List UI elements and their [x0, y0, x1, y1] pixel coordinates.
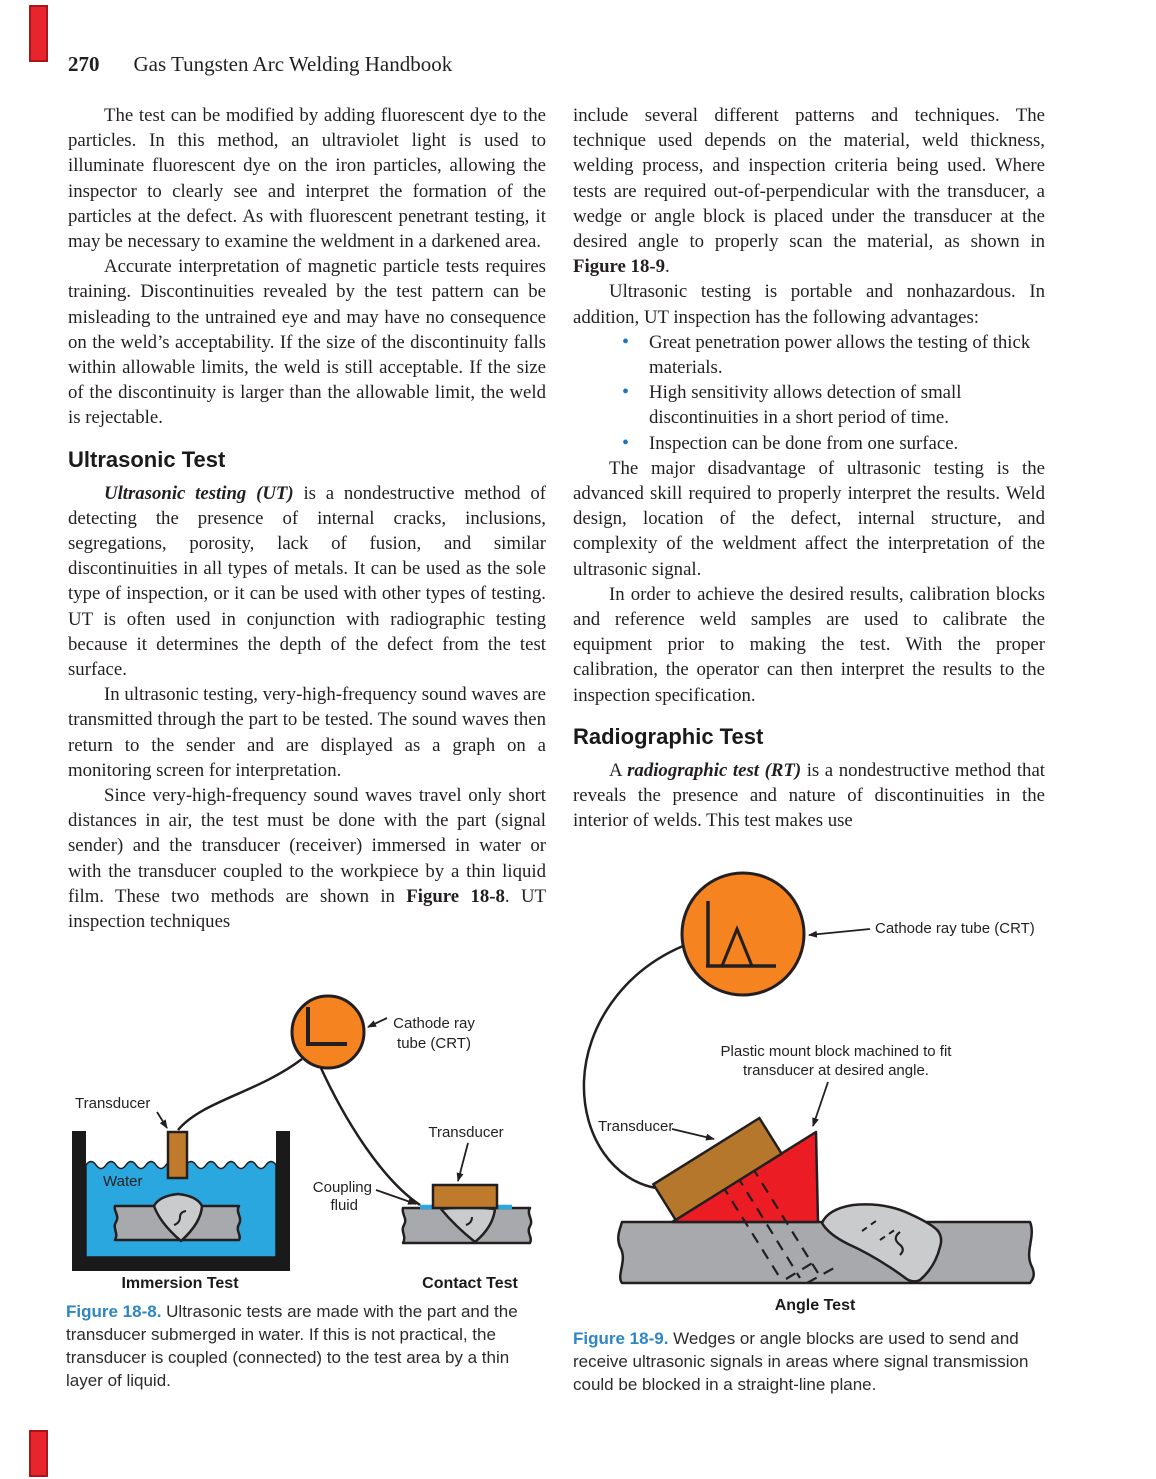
angle-test-title: Angle Test — [775, 1297, 856, 1314]
weld-defect-dash-1 — [861, 1220, 877, 1232]
weld-defect-dash-2 — [879, 1228, 897, 1241]
crt-screen-circle — [680, 871, 806, 997]
figure-18-9-diagram: Cathode ray tube (CRT) Plastic mount blo… — [582, 871, 1035, 1314]
transducer-left-arrow — [156, 1111, 168, 1129]
crt-label-arrow — [808, 928, 871, 938]
contact-transducer-block — [431, 1183, 499, 1210]
angle-transducer-block — [651, 1116, 784, 1222]
paragraph-portable: Ultrasonic testing is portable and nonha… — [573, 281, 1045, 328]
paragraph-fluorescent-dye: The test can be modified by adding fluor… — [68, 105, 546, 253]
transducer-label: Transducer — [598, 1118, 673, 1135]
crt-cable — [582, 944, 684, 1190]
crt-label-line1: Cathode ray — [393, 1015, 475, 1032]
transducer-arrow — [671, 1128, 715, 1141]
contact-weld-defect-mark — [465, 1216, 473, 1226]
figure-18-9-reference: Figure 18-9 — [573, 256, 665, 278]
paragraph-sound-waves: In ultrasonic testing, very-high-frequen… — [68, 684, 546, 781]
paragraph-magnetic-interpretation: Accurate interpretation of magnetic part… — [68, 256, 546, 429]
left-column: The test can be modified by adding fluor… — [68, 103, 546, 934]
figure-18-8-diagram: Cathode ray tube (CRT) Transducer Water … — [72, 994, 533, 1292]
crt-label-arrow — [367, 1017, 388, 1028]
coupling-fluid-arrow — [375, 1189, 417, 1205]
paragraph-immersion-methods: Since very-high-frequency sound waves tr… — [68, 783, 546, 934]
figure-18-9-caption-text: Wedges or angle blocks are used to send … — [573, 1329, 1029, 1394]
paragraph-ultrasonic-definition-rest: is a nondestructive method of detecting … — [68, 482, 547, 681]
advantages-list: Great penetration power allows the testi… — [573, 330, 1045, 456]
paragraph-calibration: In order to achieve the desired results,… — [573, 583, 1045, 706]
contact-test-title: Contact Test — [422, 1275, 518, 1292]
paragraph-immersion-methods-a: Since very-high-frequency sound waves tr… — [68, 785, 546, 907]
figure-18-8-caption-text: Ultrasonic tests are made with the part … — [66, 1302, 518, 1390]
paragraph-radiographic-b: is a nondestructive method that reveals … — [573, 759, 1045, 832]
paragraph-radiographic-definition: A radiographic test (RT) is a nondestruc… — [573, 758, 1045, 834]
transducer-left-label: Transducer — [75, 1095, 150, 1112]
figure-18-8-caption: Figure 18-8. Ultrasonic tests are made w… — [66, 1300, 540, 1392]
red-edge-tab-bottom — [29, 1430, 48, 1477]
plastic-block-arrow — [812, 1081, 829, 1127]
list-item-penetration: Great penetration power allows the testi… — [573, 330, 1045, 380]
immersion-test-title: Immersion Test — [121, 1275, 239, 1292]
term-ultrasonic-testing: Ultrasonic testing (UT) — [104, 482, 294, 504]
plastic-block-label-line2: transducer at desired angle. — [743, 1062, 929, 1079]
transducer-right-arrow — [456, 1142, 469, 1182]
transducer-right-label: Transducer — [428, 1124, 503, 1141]
coupling-label-line2: fluid — [330, 1197, 358, 1214]
red-edge-tab-top — [29, 5, 48, 62]
crt-trace — [306, 1007, 347, 1046]
angle-workpiece-plate — [617, 1220, 1035, 1285]
crt-label-line2: tube (CRT) — [397, 1035, 471, 1052]
figure-18-9-caption-label: Figure 18-9. — [573, 1329, 669, 1348]
plastic-block-label-line1: Plastic mount block machined to fit — [721, 1043, 953, 1060]
heading-ultrasonic-test: Ultrasonic Test — [68, 446, 226, 472]
figure-18-8-reference: Figure 18-8 — [406, 885, 505, 907]
crt-cable-contact — [318, 1065, 421, 1207]
list-item-one-surface: Inspection can be done from one surface. — [573, 431, 1045, 456]
crt-label: Cathode ray tube (CRT) — [875, 920, 1035, 937]
paragraph-disadvantage: The major disadvantage of ultrasonic tes… — [573, 457, 1045, 580]
immersion-transducer-rod — [166, 1130, 189, 1180]
paragraph-immersion-methods-b: . UT inspection techniques — [68, 885, 546, 933]
page-number: 270 — [68, 52, 100, 76]
paragraph-ultrasonic-definition: Ultrasonic testing (UT) is a nondestruct… — [68, 481, 546, 683]
figure-18-9-caption: Figure 18-9. Wedges or angle blocks are … — [573, 1327, 1047, 1396]
figure-18-8-caption-label: Figure 18-8. — [66, 1302, 162, 1321]
term-radiographic-test: radiographic test (RT) — [627, 759, 802, 781]
list-item-sensitivity: High sensitivity allows detection of sma… — [573, 380, 1045, 430]
paragraph-patterns-techniques: include several different patterns and t… — [573, 103, 1045, 279]
coupling-label-line1: Coupling — [313, 1179, 372, 1196]
paragraph-patterns-a: include several different patterns and t… — [573, 105, 1045, 253]
weld-defect-squiggle — [894, 1231, 904, 1256]
crt-trace-peak — [720, 925, 754, 967]
immersion-weld-defect-mark — [173, 1210, 187, 1226]
crt-screen-circle — [290, 994, 366, 1070]
book-title: Gas Tungsten Arc Welding Handbook — [133, 52, 453, 76]
right-column: include several different patterns and t… — [573, 103, 1045, 833]
crt-cable-immersion — [177, 1058, 303, 1131]
immersion-weld-bead — [152, 1192, 204, 1243]
angle-weld-bead — [820, 1203, 943, 1283]
paragraph-radiographic-a: A — [609, 759, 628, 781]
sound-beam-dashes — [721, 1166, 835, 1284]
paragraph-patterns-b: . — [664, 256, 670, 278]
heading-radiographic-test: Radiographic Test — [573, 723, 764, 749]
page-header: 270 Gas Tungsten Arc Welding Handbook — [68, 52, 452, 77]
water-label: Water — [103, 1173, 142, 1190]
